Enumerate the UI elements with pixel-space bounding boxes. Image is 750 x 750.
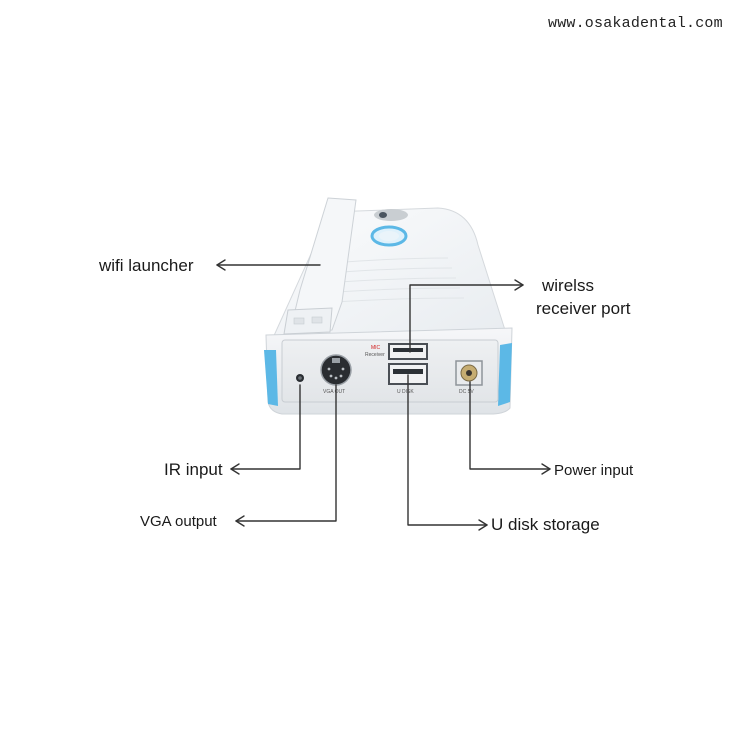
wireless-label-line2: receiver port [536, 299, 631, 318]
wifi-launcher-callout [216, 259, 321, 271]
usb-receiver-port-icon [388, 343, 428, 360]
udisk-print: U DISK [397, 389, 414, 395]
vga-port-icon [320, 354, 352, 386]
ir-input-label: IR input [164, 460, 223, 479]
wifi-launcher-label: wifi launcher [99, 256, 194, 275]
u-disk-storage-label: U disk storage [491, 515, 600, 534]
left-blue-accent [264, 350, 278, 406]
vga-output-callout [235, 384, 337, 527]
receiver-print: Receiver [365, 352, 385, 358]
ir-input-callout [230, 384, 301, 475]
ir-jack-icon [296, 374, 304, 382]
u-disk-callout [407, 374, 488, 531]
dc-power-jack-icon [455, 360, 483, 386]
wireless-label-line1: wirelss [542, 276, 594, 295]
mic-print: MIC [371, 345, 381, 351]
indicator-light-icon [374, 209, 408, 221]
wifi-antenna-clip [283, 307, 333, 335]
wifi-antenna-body [289, 197, 357, 333]
vent-ridges [332, 257, 465, 303]
power-input-callout [469, 381, 551, 475]
right-blue-accent [498, 343, 512, 406]
vga-print: VGA OUT [323, 389, 345, 395]
vga-output-label: VGA output [140, 513, 217, 530]
power-input-label: Power input [554, 462, 634, 479]
dc-print: DC 5V [459, 389, 474, 395]
power-button-icon [370, 225, 408, 247]
website-watermark: www.osakadental.com [548, 15, 723, 32]
wireless-receiver-callout [409, 279, 524, 353]
